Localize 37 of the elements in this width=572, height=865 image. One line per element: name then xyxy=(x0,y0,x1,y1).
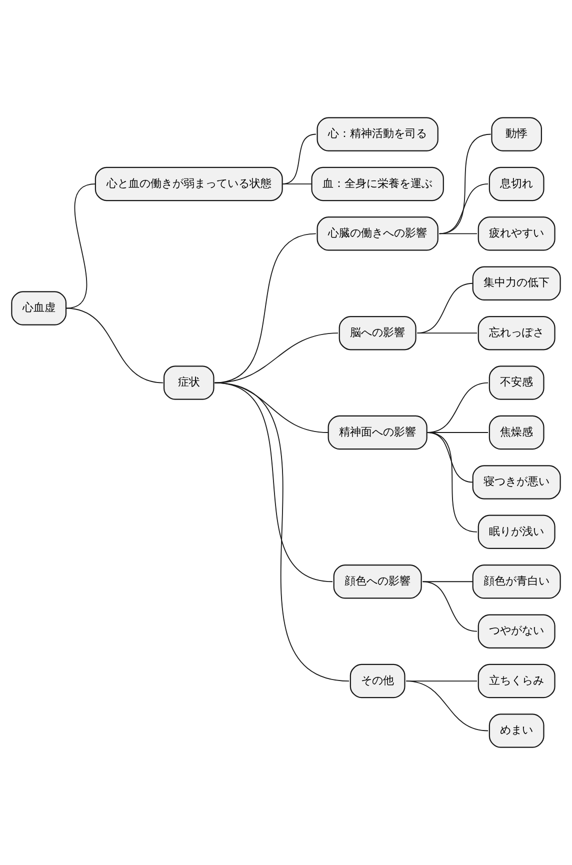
node-box: 集中力の低下 xyxy=(472,266,561,300)
node-box: めまい xyxy=(488,714,544,748)
node-box: 顔色が青白い xyxy=(472,564,561,599)
node-box: 息切れ xyxy=(488,166,544,202)
node-box: 心血虚 xyxy=(11,291,67,326)
node-box: 顔色への影響 xyxy=(333,564,422,599)
connector xyxy=(422,581,474,582)
node-box: 寝つきが悪い xyxy=(472,465,561,500)
connector xyxy=(422,581,478,632)
node-box: 症状 xyxy=(163,366,214,400)
node-box: 血：全身に栄養を運ぶ xyxy=(311,166,444,202)
connector xyxy=(438,233,478,234)
connector xyxy=(426,432,478,532)
node-box: 心：精神活動を司る xyxy=(316,117,438,152)
node-box: 精神面への影響 xyxy=(328,415,428,450)
connector xyxy=(66,184,96,309)
connector xyxy=(66,308,164,384)
node-box: 動悸 xyxy=(491,117,542,152)
node-box: 眠りが浅い xyxy=(478,514,556,550)
node-box: つやがない xyxy=(478,614,556,648)
connector xyxy=(438,134,492,234)
node-box: その他 xyxy=(350,664,406,698)
connector xyxy=(282,134,316,184)
node-box: 忘れっぽさ xyxy=(478,316,556,350)
connector xyxy=(416,332,478,334)
node-box: 疲れやすい xyxy=(478,216,556,251)
node-box: 脳への影響 xyxy=(338,316,416,350)
connector xyxy=(214,332,338,384)
node-box: 焦燥感 xyxy=(488,415,544,450)
connector xyxy=(406,680,489,732)
connector xyxy=(214,233,316,384)
node-box: 不安感 xyxy=(488,366,544,400)
node-box: 心臓の働きへの影響 xyxy=(316,216,438,251)
node-box: 立ちくらみ xyxy=(478,664,556,698)
connector xyxy=(438,184,489,234)
connector xyxy=(214,382,350,682)
node-box: 心と血の働きが弱まっている状態 xyxy=(94,166,283,202)
